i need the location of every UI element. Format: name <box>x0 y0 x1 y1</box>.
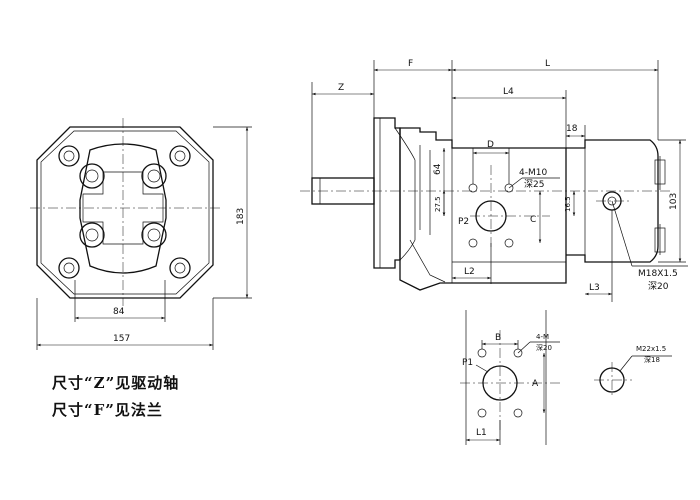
note-f: 尺寸“F”见法兰 <box>52 401 163 419</box>
dim-c: C <box>530 215 536 225</box>
dim-b: B <box>495 333 501 343</box>
dim-l2: L2 <box>464 267 475 277</box>
dim-84: 84 <box>113 307 125 317</box>
dim-18: 18 <box>566 124 578 134</box>
label-p1: P1 <box>462 358 473 368</box>
dim-z: Z <box>338 83 344 93</box>
depth-18: 深18 <box>644 355 660 364</box>
thread-m18: M18X1.5 <box>638 269 678 279</box>
depth-25: 深25 <box>524 179 544 190</box>
note-z: 尺寸“Z”见驱动轴 <box>52 374 180 392</box>
thread-4m10: 4-M10 <box>519 168 547 178</box>
dim-a: A <box>532 379 539 389</box>
label-p2: P2 <box>458 217 469 227</box>
dim-l: L <box>545 59 550 69</box>
side-view: Z F L L4 18 D 64 27.5 4-M10 深25 <box>300 59 688 302</box>
dim-16-5: 16.5 <box>564 196 572 212</box>
bolt-boss <box>79 163 167 248</box>
dim-64: 64 <box>433 163 443 175</box>
dim-27-5: 27.5 <box>434 196 442 212</box>
thread-4m: 4-M <box>536 333 549 341</box>
thread-m22: M22x1.5 <box>636 345 666 353</box>
dim-d: D <box>487 140 494 150</box>
dim-l1: L1 <box>476 428 487 438</box>
dim-103: 103 <box>669 193 679 210</box>
depth-20-rear: 深20 <box>648 281 669 292</box>
dim-183: 183 <box>236 208 246 225</box>
dim-157: 157 <box>113 334 130 344</box>
depth-20-inlet: 深20 <box>536 343 552 352</box>
dim-f: F <box>408 59 413 69</box>
front-view: 84 157 183 <box>30 118 252 350</box>
mounting-holes <box>58 145 191 279</box>
dim-l3: L3 <box>589 283 600 293</box>
inlet-view: B 4-M 深20 P1 A L1 <box>460 310 560 445</box>
port-view: M22x1.5 深18 <box>594 345 672 398</box>
dim-l4: L4 <box>503 87 514 97</box>
